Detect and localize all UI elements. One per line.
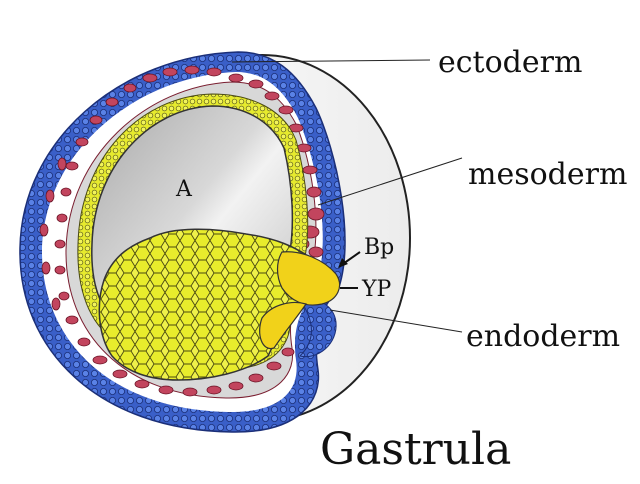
label-yolk-plug: YP [361,277,392,302]
ectoderm-lip [299,298,337,358]
blastopore-arrowhead [338,258,348,268]
label-ectoderm: ectoderm [438,45,582,80]
mesoderm-cells [39,65,325,397]
endoderm-leader-line [329,309,463,333]
label-mesoderm: mesoderm [468,157,627,192]
ectoderm-leader-line [231,59,431,63]
mesoderm-leader-line [317,157,463,206]
label-archenteron: A [175,177,193,202]
label-endoderm: endoderm [466,319,620,354]
label-blastopore: Bp [364,235,394,260]
yolk-plug [276,251,341,306]
diagram-title: Gastrula [320,424,511,475]
yolk-plug-lower-lip [259,301,307,350]
